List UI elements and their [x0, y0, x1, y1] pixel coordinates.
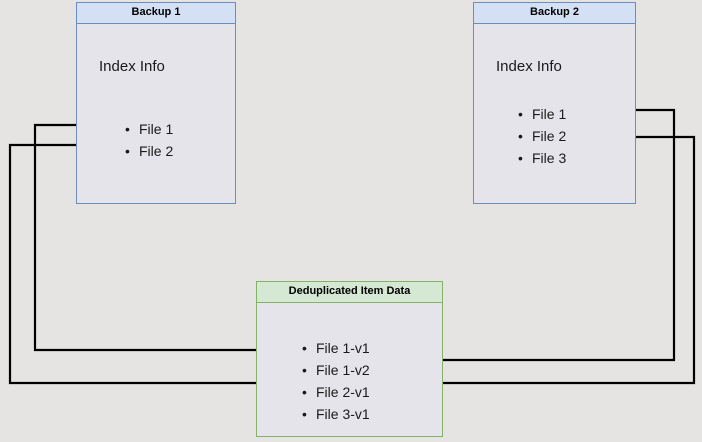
file-list-backup-2: File 1 File 2 File 3	[518, 103, 566, 169]
list-item: File 3	[518, 147, 566, 169]
node-backup-1-title: Backup 1	[77, 3, 235, 24]
index-info-label-backup-2: Index Info	[496, 58, 562, 75]
list-item: File 1	[518, 103, 566, 125]
index-info-label-backup-1: Index Info	[99, 58, 165, 75]
file-list-deduplicated: File 1-v1 File 1-v2 File 2-v1 File 3-v1	[302, 337, 370, 425]
list-item: File 2	[518, 125, 566, 147]
list-item: File 1	[125, 118, 173, 140]
node-backup-2[interactable]: Backup 2 Index Info File 1 File 2 File 3	[473, 2, 636, 204]
node-backup-2-body: Index Info File 1 File 2 File 3	[474, 24, 635, 203]
node-backup-1-body: Index Info File 1 File 2	[77, 24, 235, 203]
node-deduplicated-item-data[interactable]: Deduplicated Item Data File 1-v1 File 1-…	[256, 281, 443, 437]
list-item: File 1-v1	[302, 337, 370, 359]
list-item: File 2-v1	[302, 381, 370, 403]
list-item: File 3-v1	[302, 403, 370, 425]
node-deduplicated-item-data-body: File 1-v1 File 1-v2 File 2-v1 File 3-v1	[257, 303, 442, 436]
node-backup-1[interactable]: Backup 1 Index Info File 1 File 2	[76, 2, 236, 204]
node-deduplicated-item-data-title: Deduplicated Item Data	[257, 282, 442, 303]
node-backup-2-title: Backup 2	[474, 3, 635, 24]
list-item: File 2	[125, 140, 173, 162]
list-item: File 1-v2	[302, 359, 370, 381]
file-list-backup-1: File 1 File 2	[125, 118, 173, 162]
